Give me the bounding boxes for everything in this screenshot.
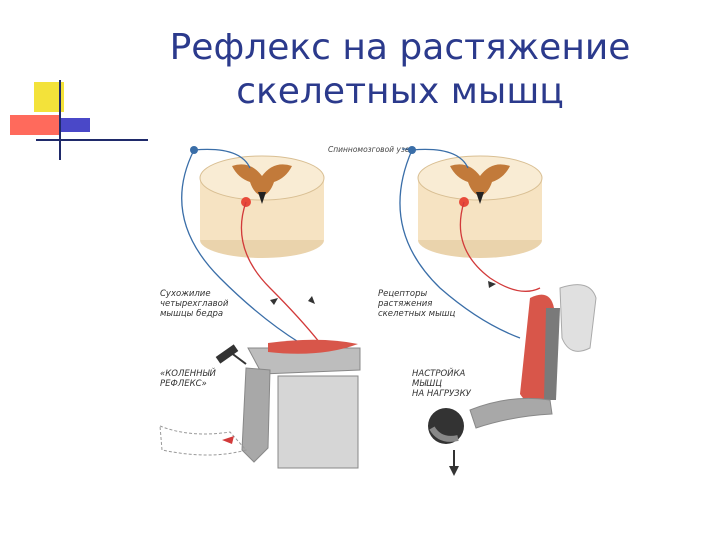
red-bar bbox=[10, 115, 60, 135]
reflex-hammer-handle bbox=[230, 352, 246, 364]
tendon-label-2: четырехглавой bbox=[160, 299, 229, 309]
shoulder bbox=[560, 285, 596, 352]
slide-corner-decoration bbox=[0, 0, 150, 170]
receptors-label-1: Рецепторы bbox=[378, 289, 427, 299]
tendon-label-1: Сухожилие bbox=[160, 289, 211, 299]
forearm bbox=[470, 398, 552, 428]
spinal-cord-right bbox=[418, 156, 542, 258]
lower-leg bbox=[242, 368, 270, 462]
stool bbox=[278, 376, 358, 468]
reflex-hammer-head bbox=[216, 344, 239, 363]
kick-arrow bbox=[222, 436, 234, 444]
tuning-label-1: НАСТРОЙКА bbox=[412, 367, 466, 379]
upper-arm-bone bbox=[544, 308, 560, 400]
load-arrow-head bbox=[449, 466, 459, 476]
spinal-cord-left bbox=[200, 156, 324, 258]
title-line-2: скелетных мышц bbox=[150, 70, 650, 114]
receptors-label-3: скелетных мышц bbox=[378, 309, 456, 319]
knee-reflex-label-2: РЕФЛЕКС» bbox=[160, 379, 207, 389]
arrow-motor-left bbox=[308, 296, 315, 304]
receptors-label-2: растяжения bbox=[377, 299, 432, 309]
arrow-motor-right bbox=[488, 281, 496, 288]
knee-reflex-illustration bbox=[160, 340, 360, 468]
blue-bar bbox=[60, 118, 90, 132]
slide-title: Рефлекс на растяжение скелетных мышц bbox=[150, 26, 650, 114]
tuning-label-3: НА НАГРУЗКУ bbox=[412, 389, 472, 399]
tendon-label-3: мышцы бедра bbox=[160, 309, 223, 319]
leg-kick-outline bbox=[160, 426, 246, 455]
knee-reflex-label-1: «КОЛЕННЫЙ bbox=[160, 367, 216, 379]
ganglion-label: Спинномозговой узел bbox=[328, 145, 414, 154]
stretch-reflex-diagram: Спинномозговой узел bbox=[150, 138, 620, 483]
title-line-1: Рефлекс на растяжение bbox=[150, 26, 650, 70]
arrow-sensory-left bbox=[270, 298, 278, 305]
tuning-label-2: МЫШЦ bbox=[412, 379, 442, 389]
